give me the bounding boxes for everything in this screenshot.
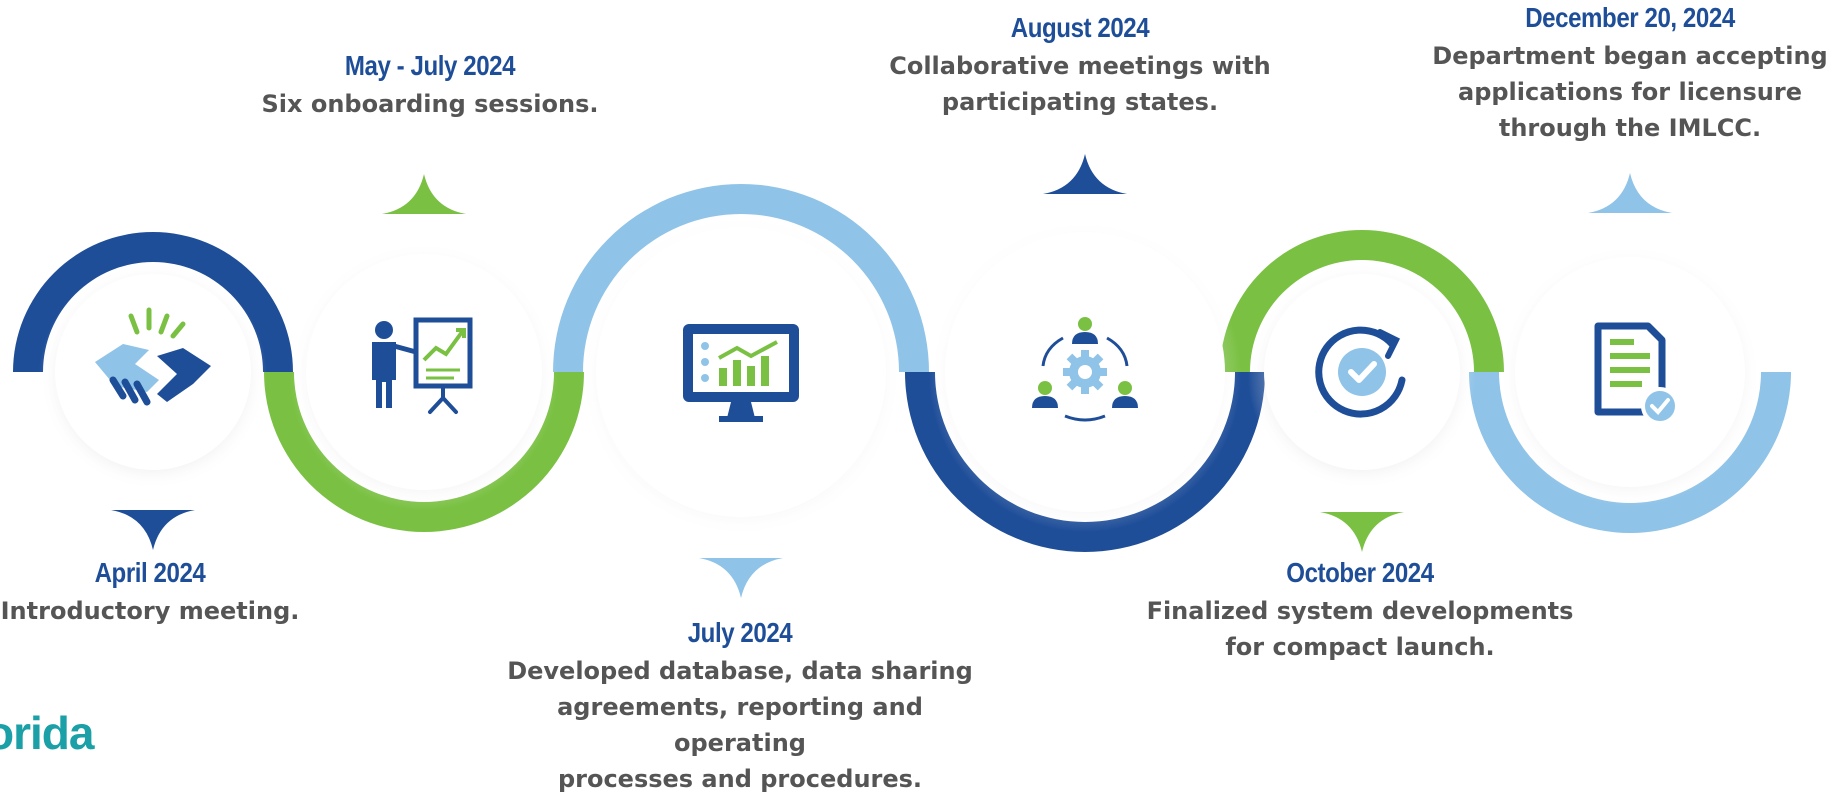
milestone-6-date: December 20, 2024 [1525,2,1735,33]
milestone-2-pointer [382,174,466,214]
milestone-2-ring [264,372,584,532]
handshake-icon [95,307,211,406]
presentation-icon [372,317,473,414]
logo-text: orida [0,712,94,759]
milestone-5-pointer [1320,512,1404,552]
milestone-4-pointer [1043,154,1127,194]
milestone-6-ring [1469,372,1791,533]
milestone-4-description: Collaborative meetings with participatin… [889,52,1271,116]
milestone-4-ring [905,372,1265,552]
team-collaboration-icon [1032,317,1138,422]
milestone-3-label: July 2024 Developed database, data shari… [490,617,990,797]
milestone-1-disc [55,274,251,470]
milestone-1-date: April 2024 [94,557,206,588]
milestone-3-description: Developed database, data sharing agreeme… [507,657,973,793]
milestone-1-description: Introductory meeting. [0,597,300,625]
milestone-1-ring [13,232,293,372]
milestone-3-ring [553,184,929,372]
milestone-3-pointer [699,558,783,598]
milestone-1-pointer [111,510,195,550]
timeline-graphic [13,154,1791,598]
florida-health-logo: orida [0,712,110,765]
milestone-3-date: July 2024 [687,617,793,648]
document-check-icon [1594,322,1679,425]
milestone-4-label: August 2024 Collaborative meetings with … [880,12,1280,120]
milestone-5-label: October 2024 Finalized system developmen… [1140,557,1580,665]
milestone-1-label: April 2024 Introductory meeting. [0,557,300,629]
milestone-6-pointer [1588,173,1672,213]
milestone-5-description: Finalized system developments for compac… [1146,597,1574,661]
milestone-6-label: December 20, 2024 Department began accep… [1430,2,1830,146]
milestone-5-ring [1220,230,1504,372]
monitor-chart-icon [683,324,799,422]
milestone-2-description: Six onboarding sessions. [261,90,599,118]
milestone-2-date: May - July 2024 [344,50,516,81]
milestone-6-description: Department began accepting applications … [1432,42,1828,142]
milestone-2-label: May - July 2024 Six onboarding sessions. [250,50,610,122]
refresh-check-icon [1315,326,1406,418]
milestone-5-date: October 2024 [1286,557,1434,588]
milestone-4-date: August 2024 [1010,12,1150,43]
